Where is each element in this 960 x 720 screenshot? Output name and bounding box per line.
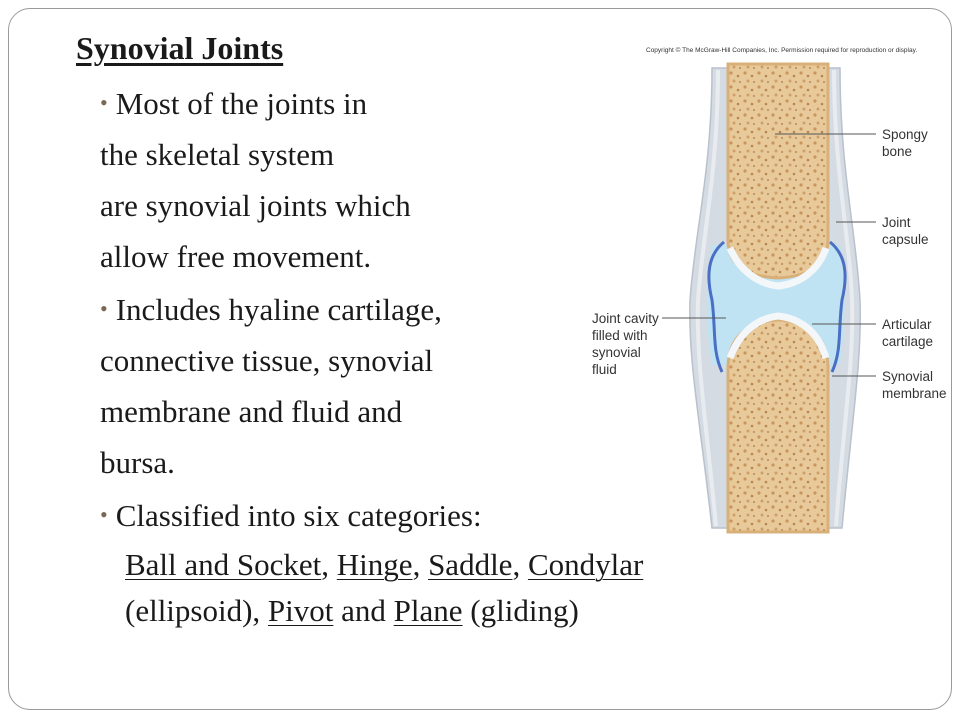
bullet-icon: • bbox=[100, 296, 108, 321]
bullet-icon: • bbox=[100, 90, 108, 115]
lower-bone-shape bbox=[726, 318, 830, 534]
category-saddle: Saddle bbox=[428, 547, 513, 582]
category-hinge: Hinge bbox=[336, 547, 413, 582]
bullet-3-line-2: Ball and Socket, Hinge, Saddle, Condylar bbox=[125, 547, 644, 582]
category-plane: Plane bbox=[393, 593, 463, 628]
bullet-icon: • bbox=[100, 502, 108, 527]
slide-title: Synovial Joints bbox=[76, 30, 284, 66]
category-ball-and-socket: Ball and Socket bbox=[125, 547, 322, 582]
bullet-2-line-3: membrane and fluid and bbox=[100, 394, 403, 429]
category-pivot: Pivot bbox=[267, 593, 334, 628]
slide-frame bbox=[8, 8, 952, 710]
bullet-3-line-3: (ellipsoid), Pivot and Plane (gliding) bbox=[125, 593, 579, 628]
synovial-joint-illustration bbox=[662, 62, 876, 534]
bullet-2-line-4: bursa. bbox=[100, 445, 175, 480]
bullet-3-line-1: •Classified into six categories: bbox=[100, 498, 482, 533]
bullet-1-line-3: are synovial joints which bbox=[100, 188, 411, 223]
bullet-2-line-2: connective tissue, synovial bbox=[100, 343, 434, 378]
bullet-1-line-1: •Most of the joints in bbox=[100, 86, 368, 121]
figure-copyright: Copyright © The McGraw-Hill Companies, I… bbox=[646, 47, 918, 54]
upper-bone-shape bbox=[726, 62, 830, 280]
synovial-membrane-line bbox=[707, 240, 725, 373]
category-condylar: Condylar bbox=[527, 547, 644, 582]
bullet-1-line-4: allow free movement. bbox=[100, 239, 372, 274]
bullet-2-line-1: •Includes hyaline cartilage, bbox=[100, 292, 442, 327]
bullet-1-line-2: the skeletal system bbox=[100, 137, 335, 172]
